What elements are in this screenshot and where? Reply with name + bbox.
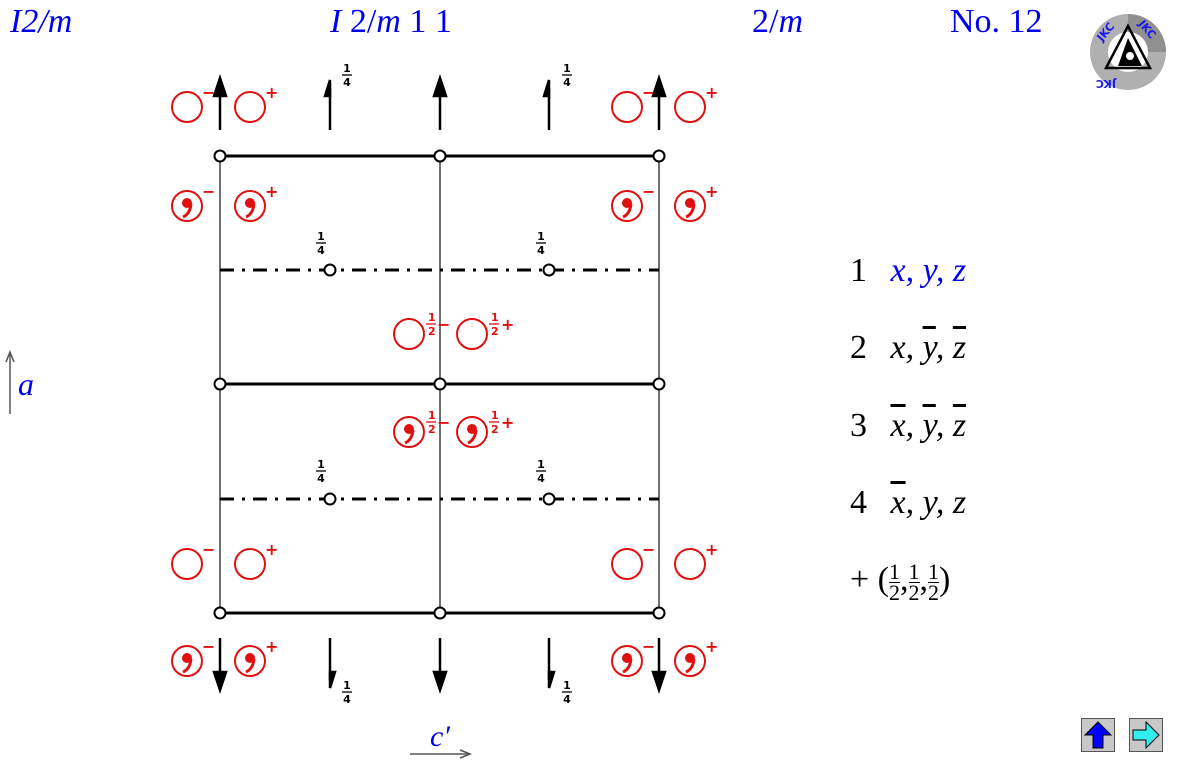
- svg-text:+: +: [705, 83, 718, 102]
- svg-text:1: 1: [491, 311, 499, 324]
- glide-planes: [220, 268, 659, 501]
- up-arrow-icon: [1083, 721, 1113, 749]
- symmetry-op-3: 3 x, y, z: [850, 407, 967, 444]
- svg-text:4: 4: [317, 244, 325, 257]
- svg-text:1: 1: [343, 679, 351, 692]
- svg-text:−: −: [642, 83, 655, 102]
- svg-text:−: −: [642, 182, 655, 201]
- svg-text:1: 1: [343, 62, 351, 75]
- svg-text:4: 4: [563, 693, 571, 706]
- next-button[interactable]: [1129, 718, 1163, 752]
- svg-text:2: 2: [491, 423, 499, 436]
- svg-text:−: −: [202, 182, 215, 201]
- axis-c-label: c′: [430, 720, 450, 753]
- symmetry-op-1: 1 x, y, z: [850, 252, 967, 289]
- svg-text:−: −: [642, 540, 655, 559]
- height-labels: 14 14 14 14 14 14 14 14: [316, 62, 572, 706]
- svg-text:1: 1: [563, 62, 571, 75]
- svg-text:4: 4: [537, 244, 545, 257]
- jkc-logo: JKC JKC JKC: [1090, 14, 1166, 90]
- svg-text:1: 1: [428, 311, 436, 324]
- twofold-axes-bottom: [212, 638, 667, 694]
- short-hm-symbol: I2/m: [10, 3, 73, 40]
- svg-text:1: 1: [428, 409, 436, 422]
- svg-text:2: 2: [491, 325, 499, 338]
- svg-text:1: 1: [491, 409, 499, 422]
- svg-text:4: 4: [317, 472, 325, 485]
- svg-text:+: +: [501, 413, 514, 432]
- svg-text:2: 2: [428, 325, 436, 338]
- right-arrow-icon: [1132, 720, 1160, 750]
- svg-text:4: 4: [537, 472, 545, 485]
- svg-text:+: +: [265, 540, 278, 559]
- svg-text:1: 1: [563, 679, 571, 692]
- point-group: 2/m: [752, 3, 804, 40]
- symmetry-op-4: 4 x, y, z: [850, 484, 967, 521]
- svg-text:+: +: [501, 315, 514, 334]
- space-group-number: No. 12: [950, 3, 1043, 40]
- svg-text:+: +: [265, 637, 278, 656]
- svg-text:4: 4: [563, 76, 571, 89]
- svg-text:−: −: [202, 637, 215, 656]
- svg-text:−: −: [437, 315, 450, 334]
- position-signs: − + − + − + − + − + − + − + − +: [202, 83, 718, 656]
- svg-text:−: −: [437, 413, 450, 432]
- svg-text:+: +: [265, 83, 278, 102]
- svg-text:1: 1: [317, 458, 325, 471]
- svg-text:1: 1: [317, 230, 325, 243]
- svg-text:+: +: [705, 637, 718, 656]
- svg-text:+: +: [705, 540, 718, 559]
- svg-text:2: 2: [428, 423, 436, 436]
- axis-a-label: a: [18, 366, 34, 402]
- svg-text:−: −: [202, 83, 215, 102]
- svg-text:JKC: JKC: [1096, 77, 1117, 90]
- up-button[interactable]: [1081, 718, 1115, 752]
- svg-text:+: +: [265, 182, 278, 201]
- axis-a: [5, 349, 15, 414]
- svg-text:+: +: [705, 182, 718, 201]
- svg-text:−: −: [202, 540, 215, 559]
- twofold-axes-top: [212, 74, 667, 130]
- half-height-signs: 12− 12+ 12− 12+: [426, 311, 514, 436]
- full-hm-symbol: I 2/m 1 1: [330, 3, 452, 40]
- svg-text:1: 1: [537, 458, 545, 471]
- svg-text:4: 4: [343, 693, 351, 706]
- svg-text:1: 1: [537, 230, 545, 243]
- axis-c-prime: [410, 749, 473, 759]
- svg-text:4: 4: [343, 76, 351, 89]
- symmetry-op-2: 2 x, y, z: [850, 329, 967, 366]
- svg-text:−: −: [642, 637, 655, 656]
